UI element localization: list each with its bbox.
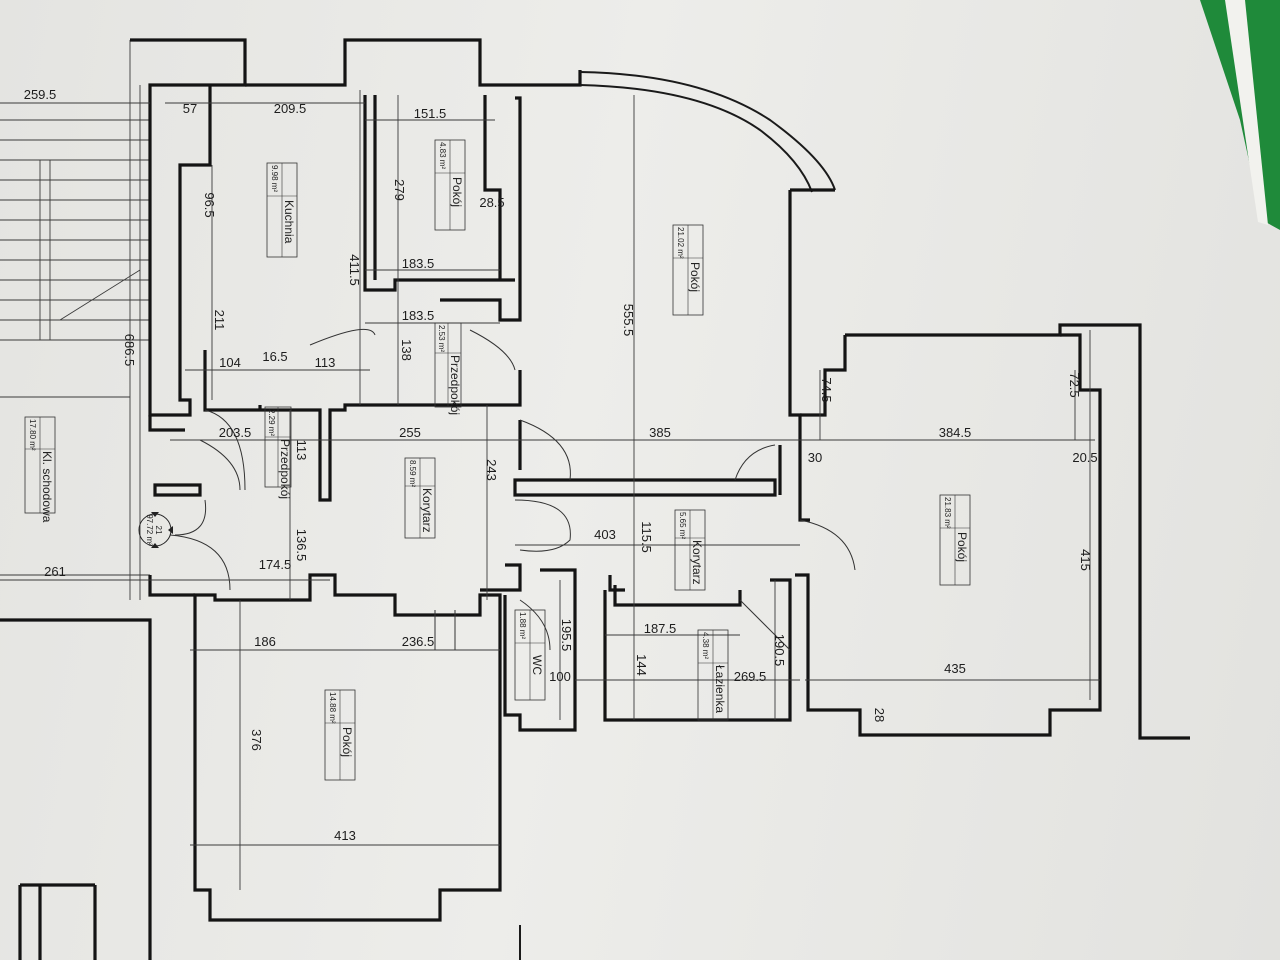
- dimension-label: 186: [254, 634, 276, 649]
- dimension-label: 113: [315, 355, 336, 370]
- dimension-label: 411.5: [347, 254, 362, 286]
- dimension-label: 255: [399, 425, 421, 440]
- room-label-pokoj-bottom: Pokój 14.88 m²: [324, 689, 356, 781]
- room-label-pokoj-large: Pokój 21.02 m²: [672, 224, 704, 316]
- dimension-label: 183.5: [402, 256, 435, 271]
- dimension-labels: 259.5 57 209.5 151.5 96.5 279 28.5 411.5…: [24, 87, 1098, 843]
- room-name: Przedpokój: [448, 355, 462, 415]
- room-name: Korytarz: [420, 488, 434, 533]
- dimension-label: 115.5: [639, 521, 654, 553]
- room-name: Pokój: [450, 177, 464, 207]
- room-name: Pokój: [340, 727, 354, 757]
- room-labels: Kuchnia 9.98 m² Pokój 4.83 m² Pokój 21.0…: [24, 139, 971, 781]
- room-label-przedpokoj-2: Przedpokój 2.29 m²: [264, 406, 292, 499]
- dimension-label: 415: [1078, 549, 1093, 571]
- room-name: Kl. schodowa: [40, 451, 54, 523]
- room-area: 4.38 m²: [701, 632, 710, 659]
- room-name: Łazienka: [713, 665, 727, 713]
- dimension-label: 96.5: [202, 192, 217, 217]
- room-name: Pokój: [955, 532, 969, 562]
- room-area: 2.29 m²: [267, 409, 276, 436]
- dimension-label: 183.5: [402, 308, 435, 323]
- room-area: 8.59 m²: [408, 460, 417, 487]
- dimension-label: 195.5: [559, 619, 574, 652]
- room-label-korytarz-1: Korytarz 8.59 m²: [404, 457, 436, 539]
- room-label-lazienka: Łazienka 4.38 m²: [697, 629, 729, 721]
- door-swings: [169, 328, 856, 651]
- dimension-label: 16.5: [262, 349, 287, 364]
- room-name: Kuchnia: [282, 200, 296, 244]
- dimension-label: 243: [484, 459, 499, 481]
- dimension-label: 104: [219, 355, 241, 370]
- dimension-label: 384.5: [939, 425, 972, 440]
- room-area: 2.53 m²: [437, 325, 446, 352]
- dimension-label: 261: [44, 564, 66, 579]
- dimension-label: 403: [594, 527, 616, 542]
- room-label-wc: WC 1.88 m²: [514, 609, 546, 701]
- dimension-label: 269.5: [734, 669, 767, 684]
- room-area: 9.98 m²: [270, 165, 279, 192]
- dimension-label: 28.5: [479, 195, 504, 210]
- dimension-label: 30: [808, 450, 822, 465]
- room-area: 21.83 m²: [943, 497, 952, 529]
- dimension-label: 376: [249, 729, 264, 751]
- room-area: 21.02 m²: [676, 227, 685, 259]
- walls: [0, 38, 1190, 960]
- dimension-label: 136.5: [294, 529, 309, 562]
- dimension-label: 190.5: [772, 634, 787, 667]
- dimension-label: 236.5: [402, 634, 435, 649]
- dimension-label: 113: [294, 440, 309, 461]
- room-name: Przedpokój: [278, 439, 292, 499]
- dimension-label: 151.5: [414, 106, 447, 121]
- room-area: 17.80 m²: [28, 419, 37, 451]
- dimension-label: 20.5: [1072, 450, 1097, 465]
- paper-edge: [1225, 0, 1268, 225]
- room-area: 4.83 m²: [438, 142, 447, 169]
- dimension-label: 209.5: [274, 101, 307, 116]
- room-label-korytarz-2: Korytarz 5.65 m²: [674, 509, 706, 591]
- room-name: Pokój: [688, 262, 702, 292]
- unit-area: 97.72 m²: [145, 514, 154, 546]
- dimension-label: 413: [334, 828, 356, 843]
- room-area: 5.65 m²: [678, 512, 687, 539]
- room-label-pokoj-right: Pokój 21.83 m²: [939, 494, 971, 586]
- unit-number: 21: [154, 526, 163, 535]
- dimension-label: 57: [183, 101, 197, 116]
- room-area: 14.88 m²: [328, 692, 337, 724]
- dimension-label: 100: [549, 669, 571, 684]
- room-label-przedpokoj-1: Przedpokój 2.53 m²: [434, 322, 462, 415]
- dimension-label: 203.5: [219, 425, 252, 440]
- dimension-lines: [0, 85, 1100, 890]
- room-label-kuchnia: Kuchnia 9.98 m²: [266, 162, 298, 258]
- dimension-label: 174.5: [259, 557, 292, 572]
- dimension-label: 72.5: [1067, 372, 1082, 397]
- dimension-label: 435: [944, 661, 966, 676]
- dimension-label: 686.5: [122, 334, 137, 367]
- dimension-label: 279: [392, 179, 407, 201]
- room-name: WC: [530, 655, 544, 675]
- dimension-label: 187.5: [644, 621, 677, 636]
- dimension-label: 555.5: [621, 304, 636, 337]
- dimension-label: 74.5: [819, 377, 834, 402]
- dimension-label: 144: [634, 654, 649, 676]
- unit-marker: 21 97.72 m²: [138, 512, 173, 548]
- dimension-label: 138: [399, 339, 414, 361]
- dimension-label: 259.5: [24, 87, 57, 102]
- room-label-pokoj-small: Pokój 4.83 m²: [434, 139, 466, 231]
- dimension-label: 211: [212, 310, 227, 331]
- room-label-klatka-schodowa: Kl. schodowa 17.80 m²: [24, 416, 56, 523]
- room-area: 1.88 m²: [518, 612, 527, 639]
- room-name: Korytarz: [690, 540, 704, 585]
- staircase: [0, 40, 150, 600]
- dimension-label: 28: [872, 708, 887, 722]
- dimension-label: 385: [649, 425, 671, 440]
